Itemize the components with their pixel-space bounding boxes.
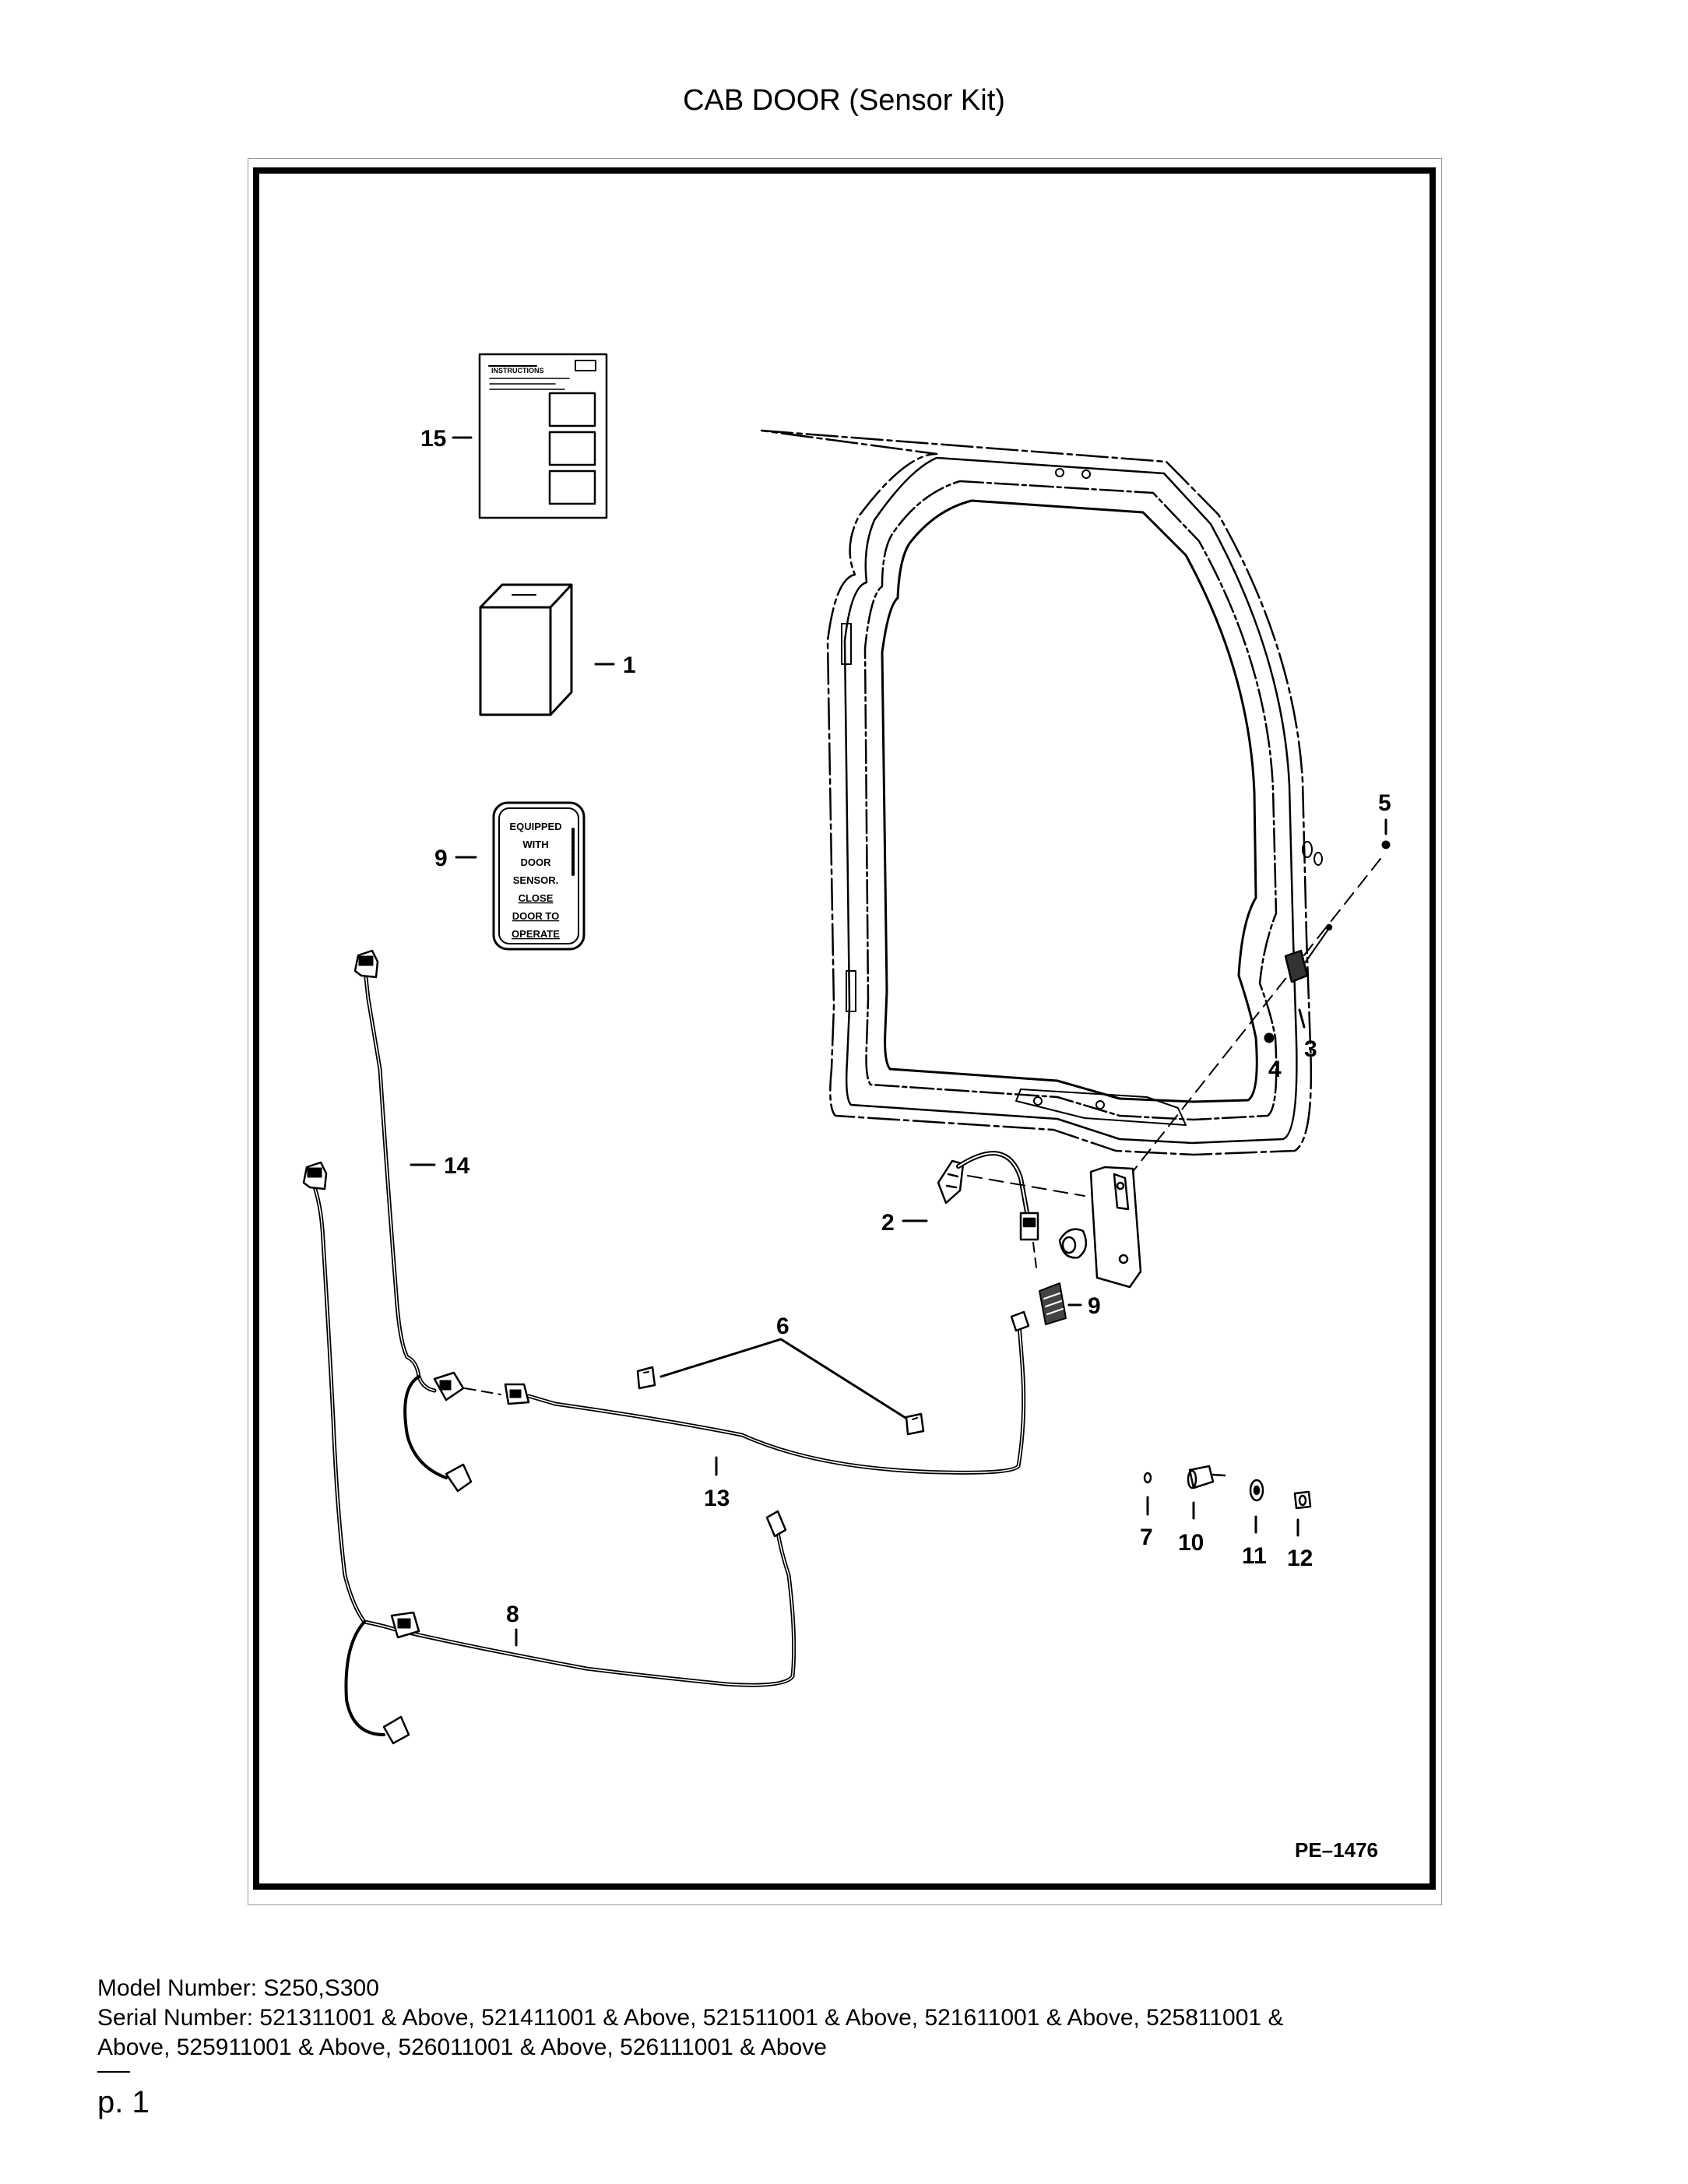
door-sensor	[937, 1151, 1039, 1241]
sensor-block	[1039, 1282, 1067, 1325]
svg-text:EQUIPPED: EQUIPPED	[509, 821, 561, 832]
svg-text:CLOSE: CLOSE	[519, 892, 554, 904]
callout-13: 13	[704, 1486, 730, 1511]
callout-labels: 15 1 9 14 13 8 6 2 9 5 3 4 7 10 11 12	[420, 426, 1391, 1627]
svg-text:OPERATE: OPERATE	[512, 928, 560, 940]
callout-8: 8	[506, 1602, 519, 1627]
callout-14: 14	[444, 1153, 470, 1179]
door-latch-bracket	[1058, 1166, 1142, 1289]
latch-hardware	[1143, 1465, 1312, 1510]
serial-number-line-1: Serial Number: 521311001 & Above, 521411…	[97, 2005, 1284, 2031]
callout-3: 3	[1304, 1036, 1317, 1062]
callout-1: 1	[623, 652, 636, 678]
page-title: CAB DOOR (Sensor Kit)	[683, 84, 1005, 117]
wire-harness-13	[464, 1310, 1030, 1475]
model-number: Model Number: S250,S300	[97, 1975, 379, 2001]
callout-6: 6	[776, 1314, 789, 1339]
callout-10: 10	[1178, 1530, 1204, 1556]
callout-7: 7	[1140, 1525, 1153, 1550]
sensor-box	[479, 583, 573, 716]
decal-text: EQUIPPED WITH DOOR SENSOR. CLOSE DOOR TO…	[509, 821, 561, 940]
footer-rule	[97, 2071, 130, 2073]
svg-text:WITH: WITH	[522, 839, 548, 850]
svg-text:DOOR: DOOR	[521, 856, 552, 868]
door-sensor-decal	[492, 801, 586, 951]
svg-text:DOOR TO: DOOR TO	[512, 910, 559, 922]
callout-5: 5	[1378, 790, 1391, 816]
serial-number-line-2: Above, 525911001 & Above, 526011001 & Ab…	[97, 2035, 827, 2060]
sensor-clip	[1284, 923, 1333, 983]
callout-9b: 9	[1088, 1293, 1101, 1319]
instruction-sheet-header: INSTRUCTIONS	[491, 367, 544, 375]
wire-harness-14	[353, 949, 473, 1493]
model-info: Model Number: S250,S300 Serial Number: 5…	[97, 1974, 1600, 2063]
callout-15: 15	[420, 426, 446, 452]
callout-12: 12	[1287, 1546, 1313, 1571]
callout-2: 2	[881, 1210, 895, 1236]
svg-text:SENSOR.: SENSOR.	[513, 874, 559, 886]
wire-harness-8	[302, 1161, 797, 1745]
callout-9: 9	[434, 846, 448, 871]
instruction-sheet: INSTRUCTIONS	[478, 353, 608, 519]
callout-11: 11	[1242, 1543, 1267, 1569]
page-number: p. 1	[97, 2085, 149, 2119]
callout-4: 4	[1268, 1057, 1282, 1082]
diagram-outer-frame	[248, 158, 1442, 1905]
cab-door-frame	[760, 429, 1323, 1156]
parts-diagram: INSTRUCTIONS	[302, 353, 1391, 1862]
cable-clips	[636, 1366, 925, 1436]
drawing-id: PE–1476	[1295, 1838, 1378, 1862]
diagram-frame	[253, 167, 1436, 1890]
